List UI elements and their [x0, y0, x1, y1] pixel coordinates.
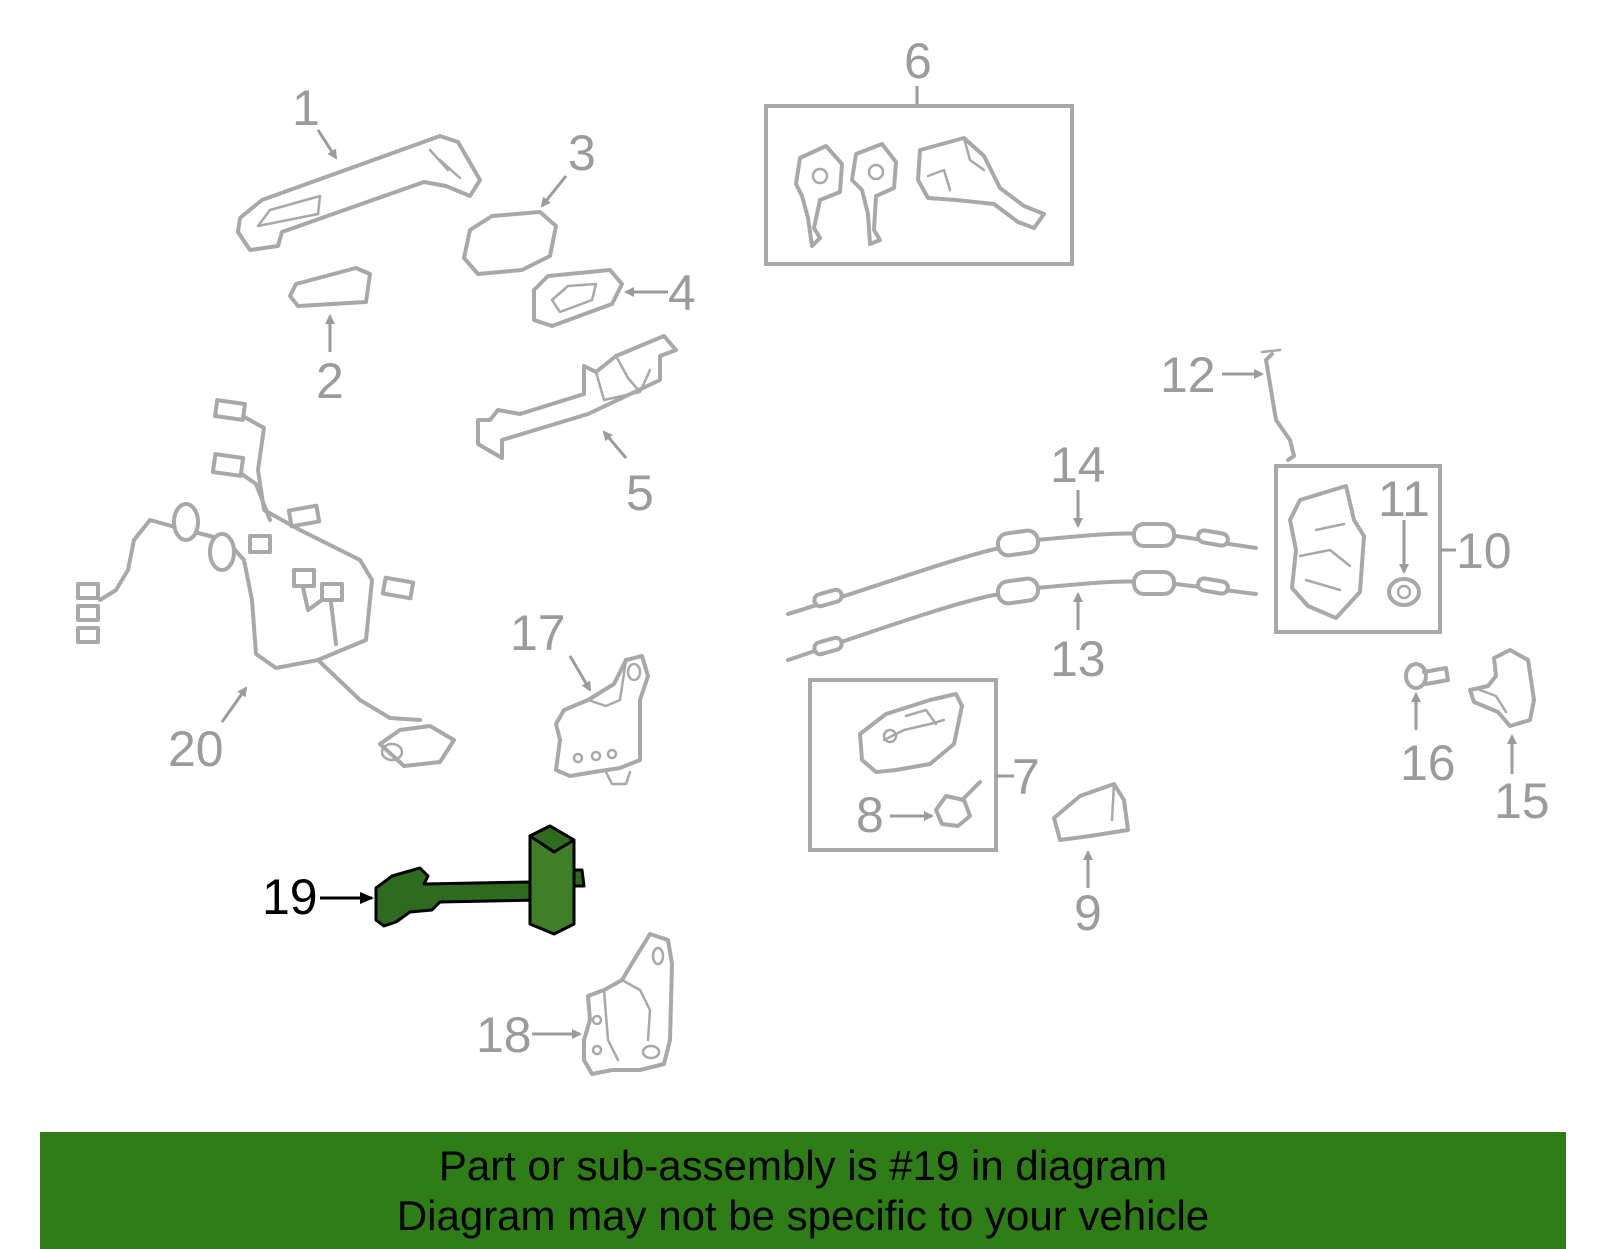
part-12-rod — [1260, 348, 1296, 462]
callout-14: 14 — [1050, 437, 1106, 493]
leader-5 — [602, 430, 628, 459]
info-banner: Part or sub-assembly is #19 in diagram D… — [40, 1132, 1566, 1249]
callout-7: 7 — [1012, 749, 1040, 805]
part-3-pad — [462, 210, 558, 276]
part-16-bolt — [1404, 662, 1450, 690]
leader-20 — [220, 686, 248, 723]
part-15-striker — [1468, 648, 1536, 728]
part-7-inside-handle — [858, 692, 964, 774]
callout-6: 6 — [904, 33, 932, 89]
part-19-door-check — [374, 824, 586, 936]
part-17-upper-hinge — [554, 654, 650, 786]
part-6-key-1 — [794, 144, 844, 248]
part-6-key-2 — [850, 142, 898, 246]
callout-19: 19 — [262, 869, 318, 925]
callout-10: 10 — [1456, 523, 1512, 579]
callout-15: 15 — [1494, 773, 1550, 829]
callout-17: 17 — [510, 605, 566, 661]
banner-line-1: Part or sub-assembly is #19 in diagram — [438, 1141, 1168, 1189]
leader-1 — [316, 129, 338, 160]
part-1-outside-handle — [236, 134, 482, 252]
part-18-lower-hinge — [582, 932, 674, 1076]
callout-16: 16 — [1400, 735, 1456, 791]
callout-13: 13 — [1050, 631, 1106, 687]
part-2-handle-cap — [288, 266, 372, 308]
callout-9: 9 — [1074, 885, 1102, 941]
leader-3 — [540, 175, 568, 208]
part-14-cable — [786, 522, 1258, 616]
callout-18: 18 — [476, 1007, 532, 1063]
part-13-cable — [786, 570, 1258, 662]
part-20-wire-harness — [76, 398, 456, 768]
callout-20: 20 — [168, 721, 224, 777]
part-9-handle-cover — [1052, 782, 1130, 842]
part-6-lock-cylinder — [916, 136, 1046, 230]
box-6 — [764, 104, 1074, 266]
callout-4: 4 — [668, 265, 696, 321]
box-7 — [808, 678, 998, 852]
part-4-bezel — [532, 268, 624, 328]
callout-8: 8 — [856, 787, 884, 843]
banner-line-2: Diagram may not be specific to your vehi… — [396, 1191, 1210, 1239]
part-10-lock-actuator — [1288, 484, 1366, 620]
part-8-screw — [934, 780, 982, 828]
callout-3: 3 — [568, 125, 596, 181]
callout-2: 2 — [316, 353, 344, 409]
callout-5: 5 — [626, 465, 654, 521]
callout-12: 12 — [1160, 347, 1216, 403]
part-11-grommet — [1387, 577, 1421, 607]
callout-11: 11 — [1378, 471, 1430, 527]
part-5-handle-frame — [476, 334, 678, 460]
leader-17 — [568, 655, 592, 692]
callout-1: 1 — [292, 80, 320, 136]
